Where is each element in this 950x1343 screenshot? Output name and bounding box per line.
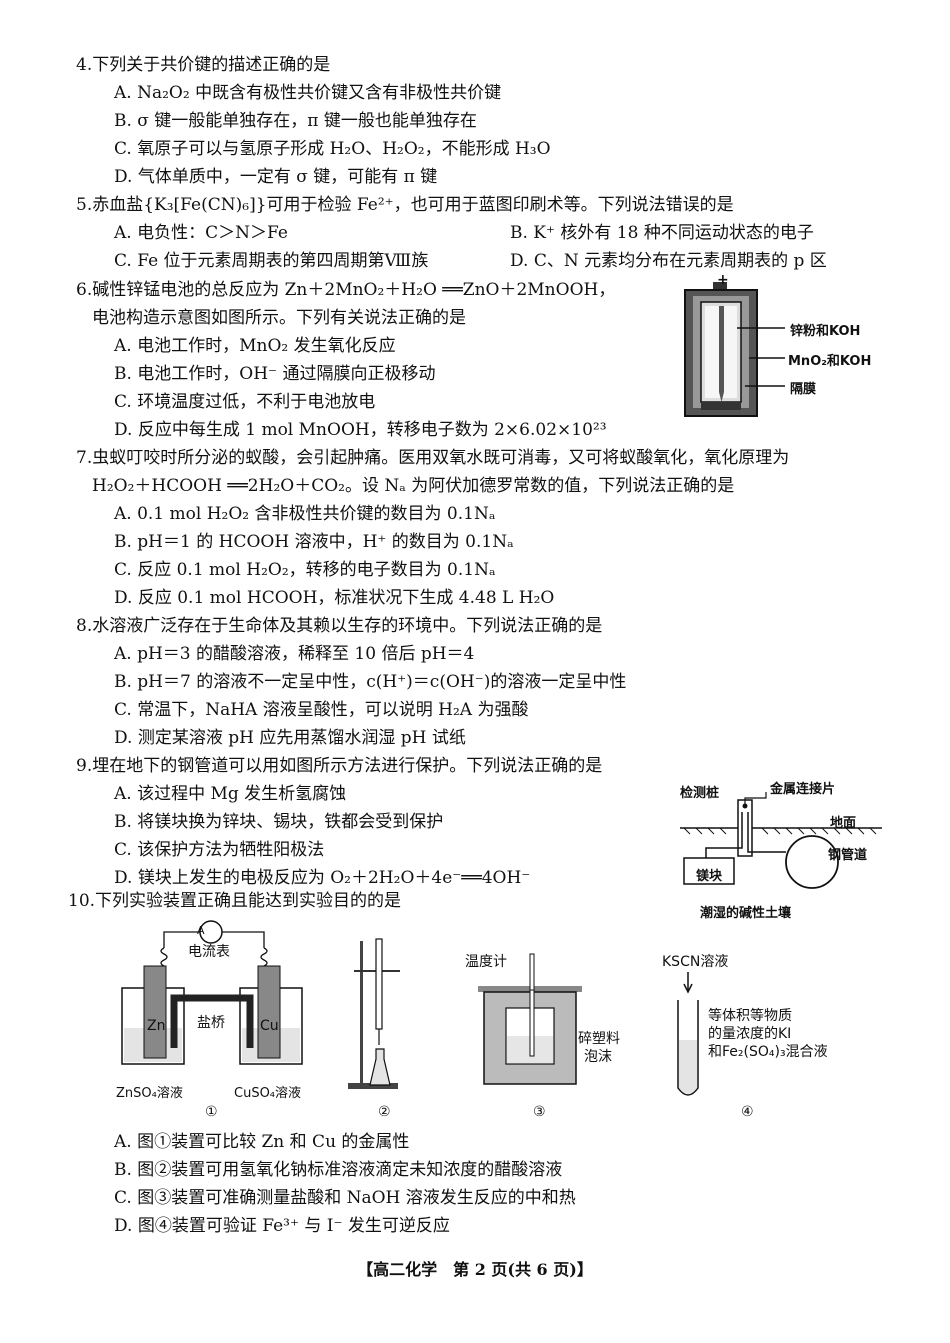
q6-option-d: D. 反应中每生成 1 mol MnOOH，转移电子数为 2×6.02×10²³ — [114, 420, 607, 440]
battery-label-separator: 隔膜 — [790, 382, 817, 397]
q9-option-c: C. 该保护方法为牺牲阳极法 — [114, 840, 325, 860]
fig1-ammeter-label: 电流表 — [188, 944, 230, 960]
battery-label-zinc: 锌粉和KOH — [790, 324, 861, 339]
q7-stem-line2: H₂O₂＋HCOOH ══2H₂O＋CO₂。设 Nₐ 为阿伏加德罗常数的值，下列… — [92, 476, 735, 496]
fig2-number: ② — [378, 1104, 391, 1120]
q8-option-a: A. pH＝3 的醋酸溶液，稀释至 10 倍后 pH＝4 — [114, 644, 475, 664]
q10-stem: 10.下列实验装置正确且能达到实验目的的是 — [68, 891, 402, 911]
fig2-titration-apparatus — [348, 938, 400, 1089]
q4-option-d: D. 气体单质中，一定有 σ 键，可能有 π 键 — [114, 167, 438, 187]
q5-stem: 5.赤血盐{K₃[Fe(CN)₆]}可用于检验 Fe²⁺，也可用于蓝图印刷术等。… — [76, 195, 734, 215]
fig1-meter-symbol: A — [197, 924, 205, 937]
q4-option-c: C. 氧原子可以与氢原子形成 H₂O、H₂O₂，不能形成 H₃O — [114, 139, 551, 159]
q9-option-b: B. 将镁块换为锌块、锡块，铁都会受到保护 — [114, 812, 444, 832]
fig1-salt-bridge-label: 盐桥 — [197, 1015, 225, 1031]
fig4-text-line2: 的量浓度的KI — [708, 1026, 792, 1042]
pipeline-label-mg-block: 镁块 — [696, 869, 723, 884]
page-footer: 【高二化学 第 2 页(共 6 页)】 — [357, 1260, 593, 1279]
fig4-text-line1: 等体积等物质 — [708, 1008, 792, 1024]
q8-option-c: C. 常温下，NaHA 溶液呈酸性，可以说明 H₂A 为强酸 — [114, 700, 529, 720]
fig1-number: ① — [205, 1104, 218, 1120]
q4-option-a: A. Na₂O₂ 中既含有极性共价键又含有非极性共价键 — [114, 83, 502, 103]
pipeline-label-test-post: 检测桩 — [680, 786, 720, 801]
pipeline-label-ground: 地面 — [830, 816, 857, 831]
fig1-zn-label: Zn — [147, 1018, 166, 1034]
fig3-foam-label-1: 碎塑料 — [578, 1031, 620, 1047]
q10-option-d: D. 图④装置可验证 Fe³⁺ 与 I⁻ 发生可逆反应 — [114, 1216, 450, 1236]
battery-label-mno2: MnO₂和KOH — [788, 354, 872, 369]
q10-option-c: C. 图③装置可准确测量盐酸和 NaOH 溶液发生反应的中和热 — [114, 1188, 576, 1208]
pipeline-label-pipe: 钢管道 — [828, 848, 868, 863]
q9-stem: 9.埋在地下的钢管道可以用如图所示方法进行保护。下列说法正确的是 — [76, 756, 603, 776]
q4-stem: 4.下列关于共价键的描述正确的是 — [76, 55, 331, 75]
fig4-text-line3: 和Fe₂(SO₄)₃混合液 — [708, 1044, 828, 1060]
q7-option-c: C. 反应 0.1 mol H₂O₂，转移的电子数目为 0.1Nₐ — [114, 560, 496, 580]
q8-option-b: B. pH＝7 的溶液不一定呈中性，c(H⁺)＝c(OH⁻)的溶液一定呈中性 — [114, 672, 627, 692]
q7-option-d: D. 反应 0.1 mol HCOOH，标准状况下生成 4.48 L H₂O — [114, 588, 555, 608]
fig3-number: ③ — [533, 1104, 546, 1120]
q10-option-a: A. 图①装置可比较 Zn 和 Cu 的金属性 — [114, 1132, 410, 1152]
pipeline-label-soil: 潮湿的碱性土壤 — [700, 906, 792, 921]
q6-option-c: C. 环境温度过低，不利于电池放电 — [114, 392, 376, 412]
q9-option-a: A. 该过程中 Mg 发生析氢腐蚀 — [114, 784, 347, 804]
q7-option-b: B. pH＝1 的 HCOOH 溶液中，H⁺ 的数目为 0.1Nₐ — [114, 532, 514, 552]
fig3-calorimeter — [478, 953, 582, 1085]
fig4-kscn-label: KSCN溶液 — [662, 954, 729, 970]
q7-option-a: A. 0.1 mol H₂O₂ 含非极性共价键的数目为 0.1Nₐ — [114, 504, 496, 524]
q10-option-b: B. 图②装置可用氢氧化钠标准溶液滴定未知浓度的醋酸溶液 — [114, 1160, 563, 1180]
fig1-galvanic-cell — [121, 920, 303, 1065]
fig1-cuso4-label: CuSO₄溶液 — [234, 1086, 302, 1101]
pipeline-label-connector: 金属连接片 — [770, 782, 836, 797]
q4-option-b: B. σ 键一般能单独存在，π 键一般也能单独存在 — [114, 111, 477, 131]
fig1-znso4-label: ZnSO₄溶液 — [116, 1086, 183, 1101]
q5-option-b: B. K⁺ 核外有 18 种不同运动状态的电子 — [510, 223, 814, 243]
battery-diagram — [684, 282, 785, 417]
battery-plus-label: + — [717, 272, 729, 288]
q6-option-b: B. 电池工作时，OH⁻ 通过隔膜向正极移动 — [114, 364, 436, 384]
q5-option-a: A. 电负性：C＞N＞Fe — [114, 223, 288, 243]
fig3-foam-label-2: 泡沫 — [584, 1049, 612, 1065]
pipeline-diagram — [680, 792, 882, 889]
q8-stem: 8.水溶液广泛存在于生命体及其赖以生存的环境中。下列说法正确的是 — [76, 616, 603, 636]
q6-stem-line1: 6.碱性锌锰电池的总反应为 Zn＋2MnO₂＋H₂O ══ZnO＋2MnOOH， — [76, 280, 616, 300]
q5-option-d: D. C、N 元素均分布在元素周期表的 p 区 — [510, 251, 827, 271]
fig3-thermometer-label: 温度计 — [465, 954, 507, 970]
q9-option-d: D. 镁块上发生的电极反应为 O₂＋2H₂O＋4e⁻══4OH⁻ — [114, 868, 531, 888]
q7-stem-line1: 7.虫蚁叮咬时所分泌的蚁酸，会引起肿痛。医用双氧水既可消毒，又可将蚁酸氧化，氧化… — [76, 448, 790, 468]
q8-option-d: D. 测定某溶液 pH 应先用蒸馏水润湿 pH 试纸 — [114, 728, 466, 748]
fig1-cu-label: Cu — [260, 1018, 279, 1034]
q5-option-c: C. Fe 位于元素周期表的第四周期第Ⅷ族 — [114, 251, 429, 271]
fig4-number: ④ — [741, 1104, 754, 1120]
q6-stem-line2: 电池构造示意图如图所示。下列有关说法正确的是 — [92, 308, 466, 328]
q6-option-a: A. 电池工作时，MnO₂ 发生氧化反应 — [114, 336, 396, 356]
fig4-test-tube — [677, 972, 699, 1096]
